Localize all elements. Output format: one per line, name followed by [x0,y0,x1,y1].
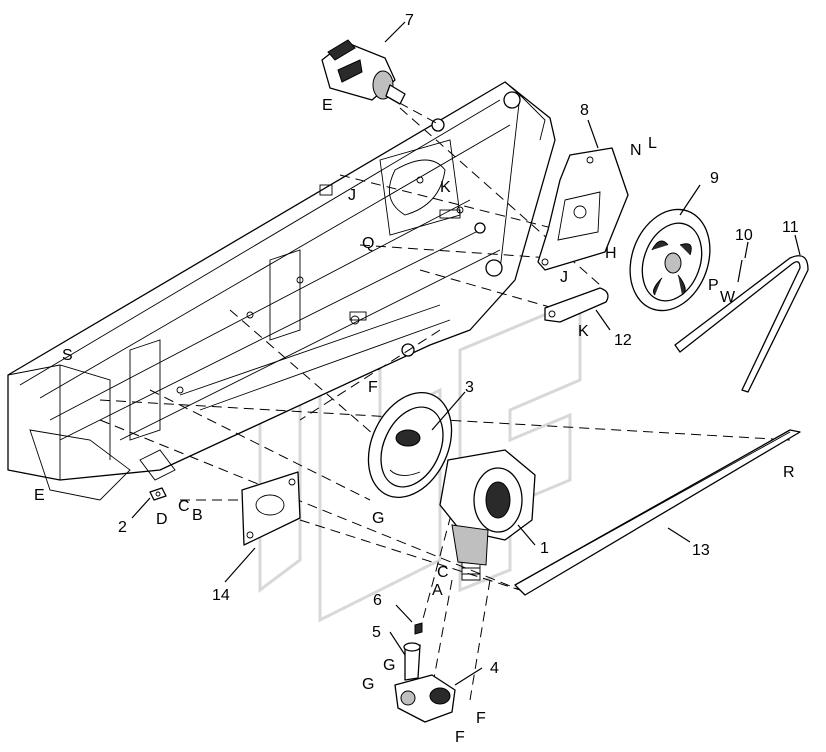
letter-g-shaft: G [383,657,395,674]
pulley [629,208,711,312]
pin [403,642,421,681]
callout-labels: 7 8 9 10 11 12 3 1 13 14 2 6 5 4 [118,12,799,677]
hydraulic-motor [321,39,406,105]
callout-11: 11 [782,219,799,236]
reference-letters: E N L J K Q H J P W K S F R E C B D G C … [34,97,795,746]
bracket-plate [537,147,629,271]
plug [414,622,423,635]
mount-plate [241,471,301,546]
letter-s: S [62,347,73,364]
letter-w: W [720,289,736,306]
letter-a: A [432,582,443,599]
letter-h: H [605,245,617,262]
letter-d: D [156,511,168,528]
letter-r: R [783,464,795,481]
drive-pulley [367,391,453,499]
yoke [394,674,456,723]
callout-2: 2 [118,519,127,536]
washer [149,487,167,501]
callout-14: 14 [212,587,230,604]
callout-13: 13 [692,542,710,559]
letter-k-mid: K [440,179,451,196]
letter-g-pulley: G [372,510,384,527]
letter-l: L [648,135,657,152]
letter-c-left: C [178,498,190,515]
letter-f-yoke2: F [455,729,465,746]
letter-f-yoke1: F [476,710,486,727]
callout-4: 4 [490,660,499,677]
callout-7: 7 [405,12,414,29]
callout-1: 1 [540,540,549,557]
letter-f-frame: F [368,379,378,396]
callout-5: 5 [372,624,381,641]
drive-belt [674,255,809,393]
callout-12: 12 [614,332,632,349]
guide-bracket [544,287,609,323]
callout-8: 8 [580,102,589,119]
letter-e-left: E [34,487,45,504]
leader-lines [131,21,801,686]
letter-p: P [708,277,719,294]
callout-3: 3 [465,379,474,396]
letter-j-mid: J [348,187,356,204]
letter-g-yoke: G [362,676,374,693]
letter-e-motor: E [322,97,333,114]
callout-10: 10 [735,227,753,244]
letter-c-gear: C [437,564,449,581]
callout-6: 6 [373,592,382,609]
guide-rail [514,429,801,596]
letter-j-bracket: J [560,269,568,286]
key [737,259,743,283]
letter-b: B [192,507,203,524]
letter-k-bracket: K [578,323,589,340]
letter-q: Q [362,235,374,252]
gearbox [439,449,536,581]
callout-9: 9 [710,170,719,187]
letter-n: N [630,142,642,159]
header-frame [7,81,556,501]
